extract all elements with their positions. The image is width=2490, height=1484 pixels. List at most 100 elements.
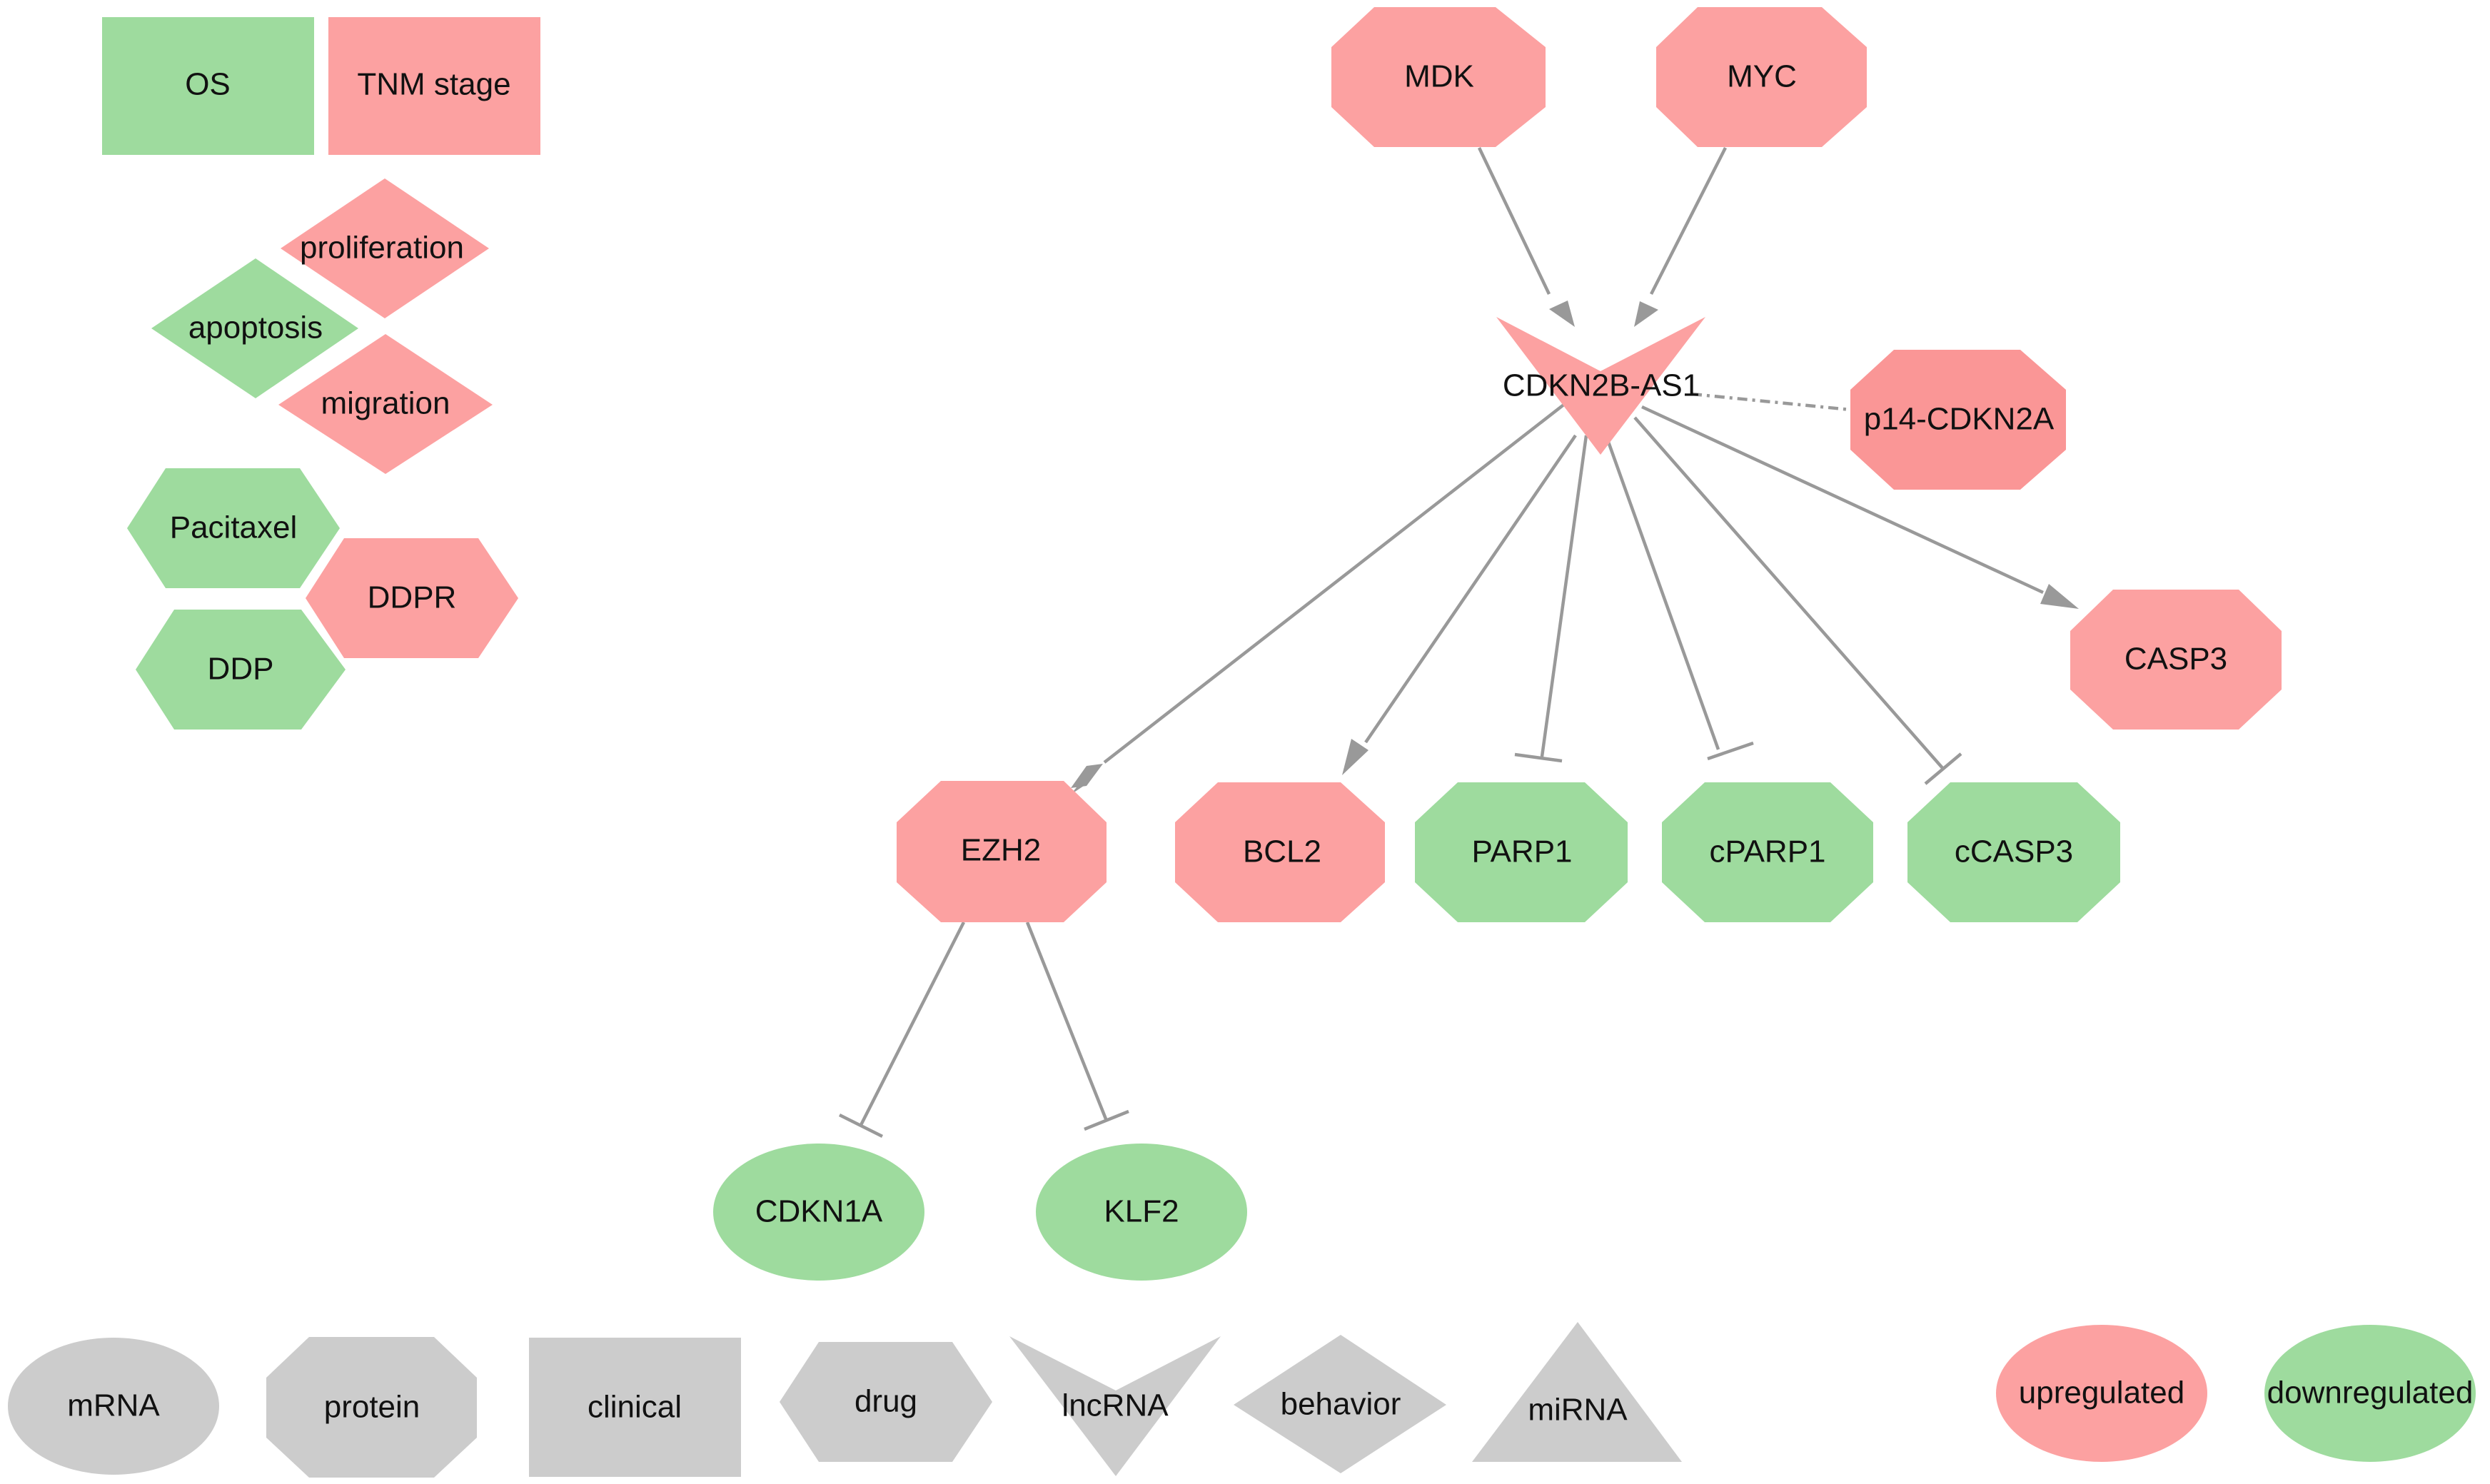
ccasp3-shape	[1907, 782, 2120, 922]
apoptosis-label: apoptosis	[188, 311, 323, 345]
parp1-node[interactable]: PARP1	[1415, 782, 1628, 922]
legend-clinical-shape	[529, 1338, 741, 1477]
lncrna-cdkn2b-as1-label: CDKN2B-AS1	[1503, 368, 1700, 403]
edge-ezh2-to-cdkn1a	[859, 921, 966, 1126]
behavior-group: proliferation apoptosis migration	[151, 178, 493, 474]
ddpr-label: DDPR	[368, 580, 457, 615]
legend-drug: drug	[780, 1342, 992, 1462]
cdkn1a-node[interactable]: CDKN1A	[713, 1144, 924, 1281]
edge-lncrna-p14	[1691, 392, 1851, 412]
arrowhead-bcl2	[1342, 739, 1369, 775]
network-nodes: MDK MYC CDKN2B-AS1 p14-CDKN2A CASP3 EZH2…	[713, 7, 2282, 1281]
legend-downregulated-label: downregulated	[2267, 1376, 2474, 1410]
mdk-shape	[1331, 7, 1546, 147]
proliferation-label: proliferation	[300, 231, 464, 266]
legend-upregulated-label: upregulated	[2019, 1376, 2184, 1410]
mdk-label: MDK	[1404, 59, 1474, 94]
parp1-shape	[1415, 782, 1628, 922]
tbar-parp1	[1514, 752, 1563, 763]
os-label: OS	[185, 67, 231, 102]
myc-label: MYC	[1727, 59, 1797, 94]
ezh2-node[interactable]: EZH2	[897, 781, 1107, 922]
ccasp3-node[interactable]: cCASP3	[1907, 782, 2120, 922]
ccasp3-label: cCASP3	[1955, 834, 2073, 869]
legend-lncrna: lncRNA	[1009, 1336, 1221, 1476]
klf2-label: KLF2	[1104, 1194, 1179, 1229]
os-shape	[102, 17, 314, 155]
casp3-node[interactable]: CASP3	[2070, 590, 2282, 730]
ddpr-node[interactable]: DDPR	[306, 538, 518, 658]
tbar-cparp1	[1707, 741, 1754, 761]
tbar-klf2	[1084, 1109, 1129, 1131]
parp1-label: PARP1	[1471, 834, 1572, 869]
migration-node[interactable]: migration	[278, 334, 493, 474]
lncrna-cdkn2b-as1-shape	[1496, 317, 1705, 455]
mdk-node[interactable]: MDK	[1331, 7, 1546, 147]
pacitaxel-node[interactable]: Pacitaxel	[127, 468, 340, 588]
edge-lncrna-to-cparp1	[1603, 431, 1720, 750]
os-node[interactable]: OS	[102, 17, 314, 155]
bcl2-node[interactable]: BCL2	[1175, 782, 1385, 922]
legend-protein: protein	[266, 1337, 477, 1478]
ezh2-label: EZH2	[961, 833, 1041, 868]
legend-upregulated-shape	[1996, 1325, 2207, 1462]
lncrna-cdkn2b-as1-node[interactable]: CDKN2B-AS1	[1496, 317, 1705, 455]
pacitaxel-label: Pacitaxel	[170, 510, 298, 545]
pacitaxel-shape	[127, 468, 340, 588]
diamond-head-ezh2-body	[1071, 764, 1103, 788]
color-legend: upregulated downregulated	[1996, 1325, 2476, 1462]
tnm-stage-label: TNM stage	[357, 67, 510, 102]
legend-mrna: mRNA	[8, 1338, 219, 1475]
p14-cdkn2a-label: p14-CDKN2A	[1864, 402, 2055, 437]
ddp-shape	[136, 610, 346, 730]
legend-downregulated: downregulated	[2264, 1325, 2476, 1462]
edge-lncrna-to-parp1	[1540, 435, 1588, 757]
ddp-label: DDP	[208, 652, 274, 687]
edge-lncrna-to-bcl2	[1364, 434, 1577, 744]
ddp-node[interactable]: DDP	[136, 610, 346, 730]
legend-drug-shape	[780, 1342, 992, 1462]
edge-myc-to-lncrna	[1649, 146, 1728, 296]
casp3-label: CASP3	[2124, 642, 2227, 677]
p14-cdkn2a-shape	[1850, 350, 2066, 490]
proliferation-node[interactable]: proliferation	[281, 178, 489, 318]
legend-protein-shape	[266, 1337, 477, 1478]
arrowhead-casp3	[2040, 584, 2079, 609]
apoptosis-node[interactable]: apoptosis	[151, 258, 358, 398]
cdkn1a-label: CDKN1A	[755, 1194, 883, 1229]
legend-lncrna-label: lncRNA	[1062, 1388, 1169, 1423]
legend-drug-label: drug	[855, 1384, 917, 1419]
cparp1-node[interactable]: cPARP1	[1662, 782, 1873, 922]
myc-shape	[1656, 7, 1867, 147]
legend-mirna-label: miRNA	[1528, 1393, 1628, 1428]
arrowhead-myc	[1634, 301, 1658, 327]
apoptosis-shape	[151, 258, 358, 398]
tbar-ccasp3	[1924, 752, 1962, 785]
ddpr-shape	[306, 538, 518, 658]
edge-lncrna-to-casp3	[1641, 405, 2044, 595]
drug-group: Pacitaxel DDPR DDP	[127, 468, 518, 730]
legend-downregulated-shape	[2264, 1325, 2476, 1462]
legend-clinical-label: clinical	[588, 1390, 682, 1425]
p14-cdkn2a-node[interactable]: p14-CDKN2A	[1850, 350, 2066, 490]
cparp1-label: cPARP1	[1709, 834, 1825, 869]
klf2-node[interactable]: KLF2	[1036, 1144, 1247, 1281]
legend-mirna-shape	[1472, 1322, 1682, 1462]
tnm-stage-node[interactable]: TNM stage	[328, 17, 540, 155]
clinical-legend-group: OS TNM stage	[102, 17, 540, 155]
casp3-shape	[2070, 590, 2282, 730]
legend-upregulated: upregulated	[1996, 1325, 2207, 1462]
bcl2-label: BCL2	[1243, 834, 1321, 869]
migration-label: migration	[321, 386, 450, 421]
legend-behavior: behavior	[1234, 1335, 1446, 1473]
klf2-shape	[1036, 1144, 1247, 1281]
edges	[838, 146, 2079, 1139]
arrowhead-mdk	[1549, 301, 1575, 327]
legend-mrna-label: mRNA	[67, 1388, 160, 1423]
tnm-stage-shape	[328, 17, 540, 155]
myc-node[interactable]: MYC	[1656, 7, 1867, 147]
edge-ezh2-to-klf2	[1025, 922, 1109, 1121]
tbar-cdkn1a	[838, 1113, 884, 1139]
legend-mirna: miRNA	[1472, 1322, 1682, 1462]
